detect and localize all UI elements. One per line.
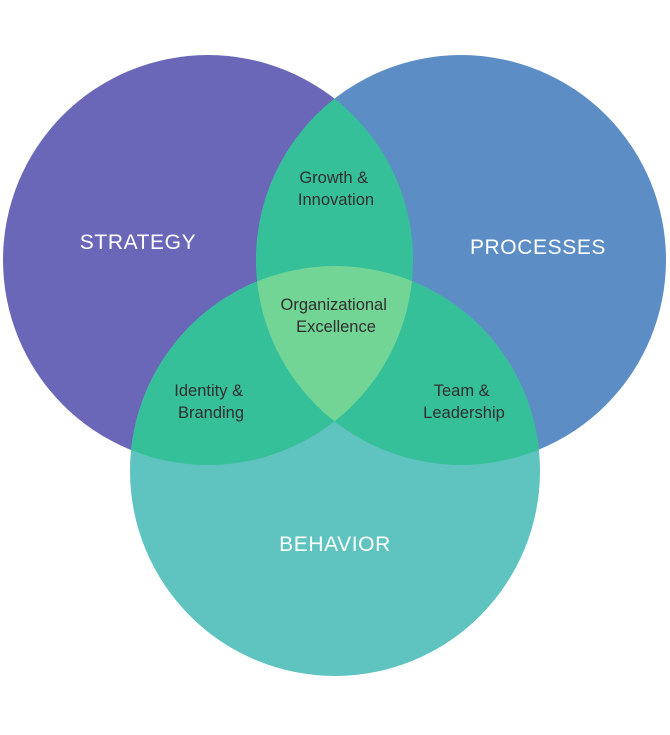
label-growth-innovation-line1: Growth &	[299, 169, 368, 187]
label-team-leadership-line2: Leadership	[423, 404, 505, 422]
overlap-strategy-behavior	[130, 266, 413, 465]
label-organizational-excellence: Organizational Excellence	[281, 296, 392, 336]
label-processes: PROCESSES	[470, 236, 606, 259]
label-team-leadership-line1: Team &	[434, 382, 490, 400]
label-identity-branding-line2: Branding	[178, 404, 244, 422]
label-identity-branding: Identity & Branding	[174, 382, 247, 422]
label-strategy: STRATEGY	[80, 231, 196, 254]
label-behavior: BEHAVIOR	[279, 533, 391, 556]
label-growth-innovation: Growth & Innovation	[298, 169, 374, 209]
label-organizational-excellence-line2: Excellence	[296, 318, 376, 336]
label-identity-branding-line1: Identity &	[174, 382, 243, 400]
label-team-leadership: Team & Leadership	[423, 382, 505, 422]
label-growth-innovation-line2: Innovation	[298, 191, 374, 209]
overlap-processes-behavior	[256, 266, 540, 465]
label-organizational-excellence-line1: Organizational	[281, 296, 387, 314]
